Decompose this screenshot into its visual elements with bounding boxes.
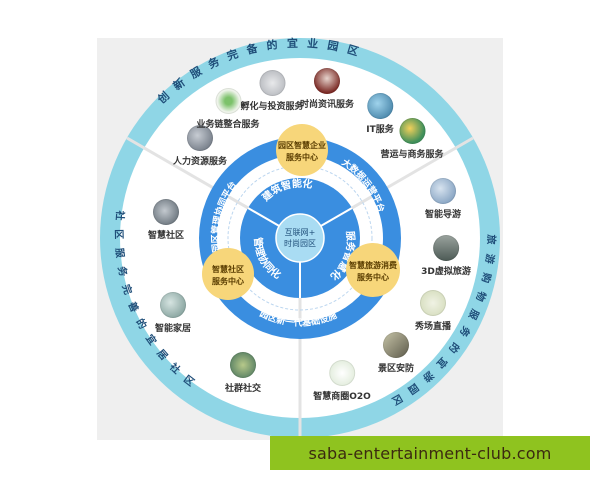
node-smart-guide[interactable]: 智能导游 [425, 178, 461, 220]
commerce-icon [328, 360, 355, 386]
stage-icon [419, 290, 446, 316]
node-smart-community[interactable]: 智慧社区 [148, 199, 184, 241]
node-commerce-o2o[interactable]: 智慧商圈O2O [313, 360, 371, 402]
node-live-show[interactable]: 秀场直播 [415, 290, 451, 332]
meeting-icon [313, 68, 340, 94]
svg-text:园区智慧企业: 园区智慧企业 [278, 140, 326, 150]
svg-text:服务中心: 服务中心 [357, 272, 389, 282]
blueprint-icon [258, 70, 285, 96]
people-icon [186, 125, 213, 151]
watermark-text: saba-entertainment-club.com [308, 443, 552, 463]
node-hr-service[interactable]: 人力资源服务 [173, 125, 227, 167]
node-scenic-security[interactable]: 景区安防 [378, 332, 414, 374]
svg-text:智慧社区: 智慧社区 [212, 264, 244, 274]
service-center-enterprise[interactable]: 园区智慧企业 服务中心 [276, 124, 328, 176]
hub-center-line2: 时尚园区 [284, 238, 316, 248]
watermark-banner: saba-entertainment-club.com [270, 436, 590, 470]
node-operations[interactable]: 营运与商务服务 [380, 118, 444, 160]
camera-icon [382, 332, 409, 358]
node-smart-home[interactable]: 智能家居 [155, 292, 191, 334]
home-icon [159, 292, 186, 318]
node-incubation[interactable]: 孵化与投资服务 [240, 70, 304, 112]
network-icon [214, 88, 241, 114]
community-icon [152, 199, 179, 225]
guide-icon [429, 178, 456, 204]
svg-text:服务中心: 服务中心 [286, 152, 318, 162]
service-center-tourism[interactable]: 智慧旅游消费 服务中心 [346, 243, 400, 297]
hub-center-line1: 互联网+ [285, 228, 316, 237]
node-business-chain[interactable]: 业务链整合服务 [196, 88, 260, 130]
hub-center [275, 213, 325, 263]
globe-tech-icon [367, 93, 393, 119]
service-center-community[interactable]: 智慧社区 服务中心 [202, 248, 254, 300]
node-social[interactable]: 社群社交 [225, 352, 261, 394]
svg-text:智慧旅游消费: 智慧旅游消费 [349, 260, 397, 270]
dashed-ring [227, 165, 373, 311]
landscape-icon [432, 235, 459, 261]
node-it-service[interactable]: IT服务 [366, 93, 394, 135]
node-3d-tour[interactable]: 3D虚拟旅游 [421, 235, 471, 277]
node-fashion-info[interactable]: 时尚资讯服务 [300, 68, 354, 110]
svg-text:服务中心: 服务中心 [212, 276, 244, 286]
social-icon [229, 352, 256, 378]
earth-icon [398, 118, 425, 144]
